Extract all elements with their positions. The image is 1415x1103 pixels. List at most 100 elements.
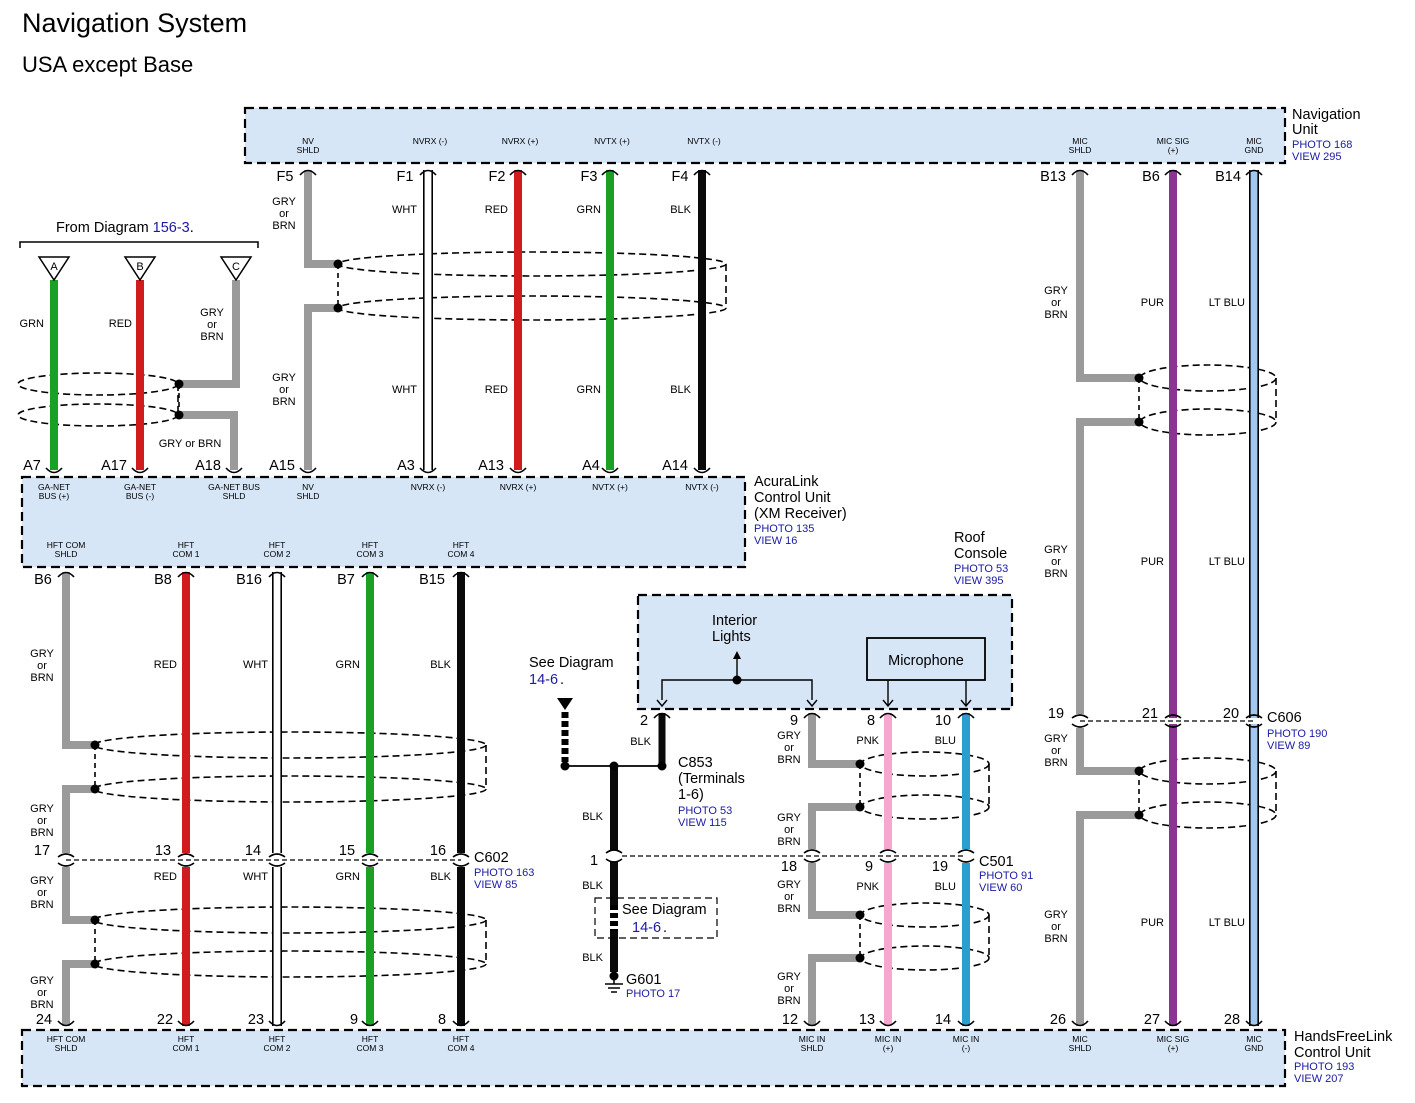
acura-hft-signal-label: HFT [362, 540, 379, 550]
see-diagram-box [594, 897, 718, 939]
nv-gry-label-lower: GRY [272, 372, 296, 384]
c606-terminal-top [1245, 714, 1263, 719]
nav-pin-cap [1071, 169, 1089, 176]
c501-terminal-bot [957, 858, 975, 863]
nav-pin-label: F4 [672, 169, 689, 185]
wire-color-label: BLK [582, 880, 603, 892]
wire-color-label: BLK [430, 871, 451, 883]
connector-triangle-label: B [136, 261, 143, 273]
acura-hft-signal-label: HFT [269, 540, 286, 550]
handsfreelink-label: HandsFreeLink [1294, 1029, 1393, 1045]
c602-terminal-bot [57, 862, 75, 867]
navigation-unit-label: Navigation [1292, 107, 1361, 123]
wire-color-label: PUR [1141, 917, 1164, 929]
c602-pin-label: 15 [339, 843, 355, 859]
interior-lights-arrow [733, 651, 741, 659]
micin-gry-3: BRN [777, 903, 800, 915]
c853-pin1-terminal-bot [605, 858, 623, 863]
splice-dot [1134, 810, 1144, 820]
mic-gry-label-2: BRN [1044, 568, 1067, 580]
nav-pin-label: F2 [489, 169, 506, 185]
acura-signal-label: NV [302, 482, 314, 492]
splice-dot [1134, 766, 1144, 776]
acuralink-ref-view: VIEW 16 [754, 535, 797, 547]
wire-ganet-shield-lower [179, 411, 238, 470]
hfl-pin-label: 27 [1144, 1012, 1160, 1028]
roof-console-label: Roof [954, 530, 986, 546]
c606-terminal-bot [1164, 723, 1182, 728]
micin-gry-1: or [784, 742, 794, 754]
splice-dot [560, 761, 570, 771]
wire-color-label: PNK [856, 735, 879, 747]
c853-label: C853 [678, 755, 713, 771]
acura-signal-label: BUS (+) [39, 491, 70, 501]
acura-signal-label: NVRX (-) [411, 482, 446, 492]
hfl-signal-label: HFT [362, 1034, 379, 1044]
c853-pin1-label: 1 [590, 853, 598, 869]
wire-hft-shield-3 [62, 867, 95, 924]
c501-ref-photo: PHOTO 91 [979, 870, 1033, 882]
nav-pin-cap [601, 169, 619, 176]
nv-shield-ellipse-bottom [337, 295, 727, 321]
hft-gry-4: or [37, 987, 47, 999]
nav-pin-label: B6 [1142, 169, 1160, 185]
splice-dot [333, 259, 343, 269]
hft-gry-1: or [37, 660, 47, 672]
hfl-pin-label: 12 [782, 1012, 798, 1028]
see-diagram-top-suffix: . [560, 672, 564, 688]
acura-pin-label: A15 [269, 458, 295, 474]
acura-pin-cap [45, 467, 63, 474]
hfl-pin-label: 26 [1050, 1012, 1066, 1028]
hfl-signal-label: (+) [1168, 1043, 1179, 1053]
hfl-pin-cap [1245, 1020, 1263, 1027]
mic-shield-upper-ellipse-bottom [1139, 408, 1277, 436]
splice-dot [855, 910, 865, 920]
wire-nv-shield-lower [304, 304, 338, 470]
mic-gry-label-2: or [1051, 556, 1061, 568]
c853-pin1-terminal-gap [608, 853, 620, 859]
c602-terminal-bot [361, 862, 379, 867]
acura-pin-cap [601, 467, 619, 474]
hfl-pin-cap [1164, 1020, 1182, 1027]
wire-nv-shield-upper [304, 170, 338, 268]
micin-gry-1: GRY [777, 730, 801, 742]
splice-dot [90, 784, 100, 794]
hfl-pin-cap [957, 1020, 975, 1027]
wire-color-label: WHT [243, 871, 268, 883]
c606-ref-view: VIEW 89 [1267, 740, 1310, 752]
see-diagram-top-label: See Diagram [529, 655, 614, 671]
hft-gry-3: or [37, 887, 47, 899]
wire-micin-shield-3 [808, 863, 860, 919]
splice-dot [90, 915, 100, 925]
c602-pin-label: 16 [430, 843, 446, 859]
acura-pin-label: A7 [23, 458, 41, 474]
ganet-gry-label: GRY [200, 307, 224, 319]
mic-gry-label-1: or [1051, 297, 1061, 309]
mic-gry-label-1: BRN [1044, 309, 1067, 321]
acura-pin-cap [225, 467, 243, 474]
wire-color-label: RED [154, 659, 177, 671]
roof-pin-label: 2 [640, 713, 648, 729]
ganet-gry-label: BRN [200, 331, 223, 343]
acura-pin-label: A17 [101, 458, 127, 474]
hfl-pin-label: 22 [157, 1012, 173, 1028]
c602-terminal-top [361, 853, 379, 858]
acura-hft-signal-label: COM 4 [448, 549, 475, 559]
acura-hft-pin-cap [268, 571, 286, 578]
hft-shield-upper-ellipse-bottom [93, 775, 487, 803]
hfl-pin-label: 28 [1224, 1012, 1240, 1028]
hfl-signal-label: MIC IN [875, 1034, 901, 1044]
connector-triangle-a [37, 256, 71, 282]
nav-pin-cap [419, 169, 437, 176]
acura-pin-label: A13 [478, 458, 504, 474]
acura-hft-pin-label: B6 [34, 572, 52, 588]
c606-pin-label: 21 [1142, 706, 1158, 722]
hft-gry-1: BRN [30, 672, 53, 684]
nav-signal-label: NVTX (+) [594, 136, 630, 146]
acuralink-ref-photo: PHOTO 135 [754, 523, 814, 535]
mic-gry-label-2: GRY [1044, 544, 1068, 556]
interior-lights-label: Lights [712, 629, 751, 645]
from-diagram-bracket [19, 241, 259, 248]
c602-terminal-top [268, 853, 286, 858]
